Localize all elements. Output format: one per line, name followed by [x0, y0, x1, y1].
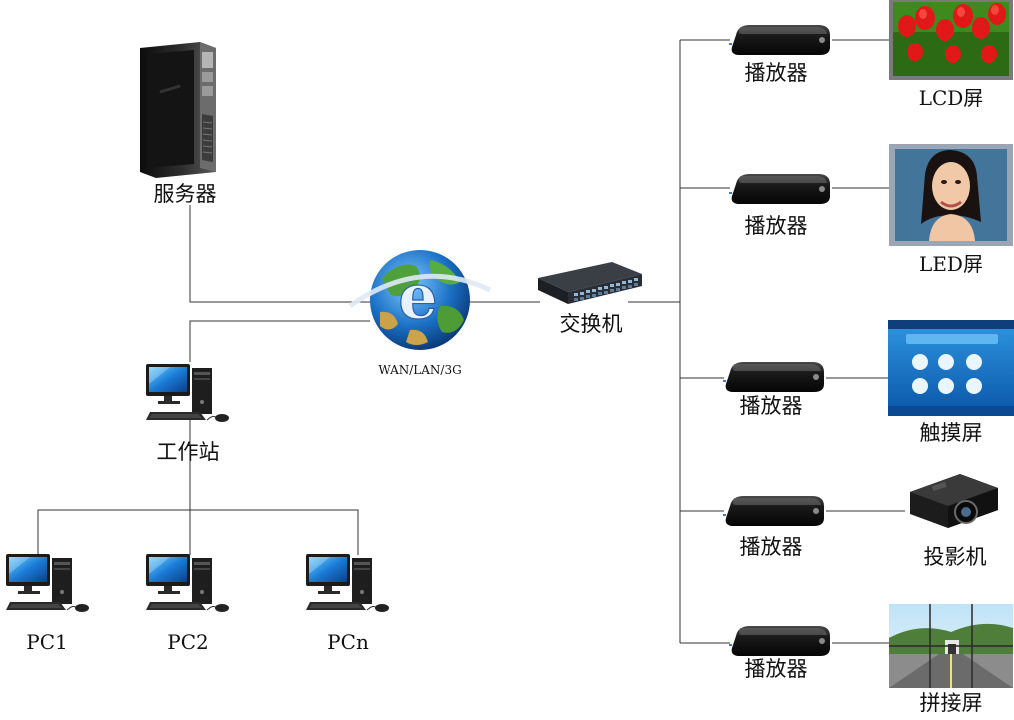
player5-media-player-box-icon [729, 626, 830, 656]
touch-screen-image [888, 320, 1014, 416]
player4-media-player-box-icon [723, 496, 824, 526]
network-switch-icon [538, 262, 642, 304]
svg-text:e: e [398, 260, 437, 333]
pc1-desktop-computer-icon [5, 553, 90, 613]
projector-label: 投影机 [923, 545, 987, 569]
touch-label: 触摸屏 [919, 421, 983, 445]
link-server-network [189, 205, 375, 303]
bus-pcs [37, 509, 359, 555]
workstation-label: 工作站 [156, 440, 220, 464]
projector-icon [910, 474, 998, 528]
videowall-label: 拼接屏 [919, 691, 983, 715]
led-label: LED屏 [919, 252, 983, 276]
network-label: WAN/LAN/3G [378, 363, 462, 377]
pc1-label: PC1 [26, 630, 68, 654]
lcd-label: LCD屏 [918, 86, 984, 110]
server-label: 服务器 [153, 182, 217, 206]
globe-network-icon: e [348, 250, 492, 350]
pc2-desktop-computer-icon [145, 553, 230, 613]
switch-label: 交换机 [559, 312, 623, 336]
player2-label: 播放器 [744, 214, 808, 238]
link-workstation-network [189, 320, 370, 362]
player1-label: 播放器 [744, 61, 808, 85]
player4-label: 播放器 [739, 535, 803, 559]
connection-lines [37, 39, 905, 644]
workstation-desktop-computer-icon [145, 363, 230, 423]
player5-label: 播放器 [744, 657, 808, 681]
videowall-image [889, 604, 1013, 688]
pcn-desktop-computer-icon [305, 553, 390, 613]
player2-media-player-box-icon [729, 174, 830, 204]
player1-media-player-box-icon [729, 25, 830, 55]
player3-media-player-box-icon [723, 362, 824, 392]
led-screen-image [889, 144, 1013, 246]
server-icon [140, 42, 216, 178]
player3-label: 播放器 [739, 394, 803, 418]
lcd-screen-image [889, 0, 1013, 80]
pcn-label: PCn [327, 630, 369, 654]
pc2-label: PC2 [167, 630, 209, 654]
